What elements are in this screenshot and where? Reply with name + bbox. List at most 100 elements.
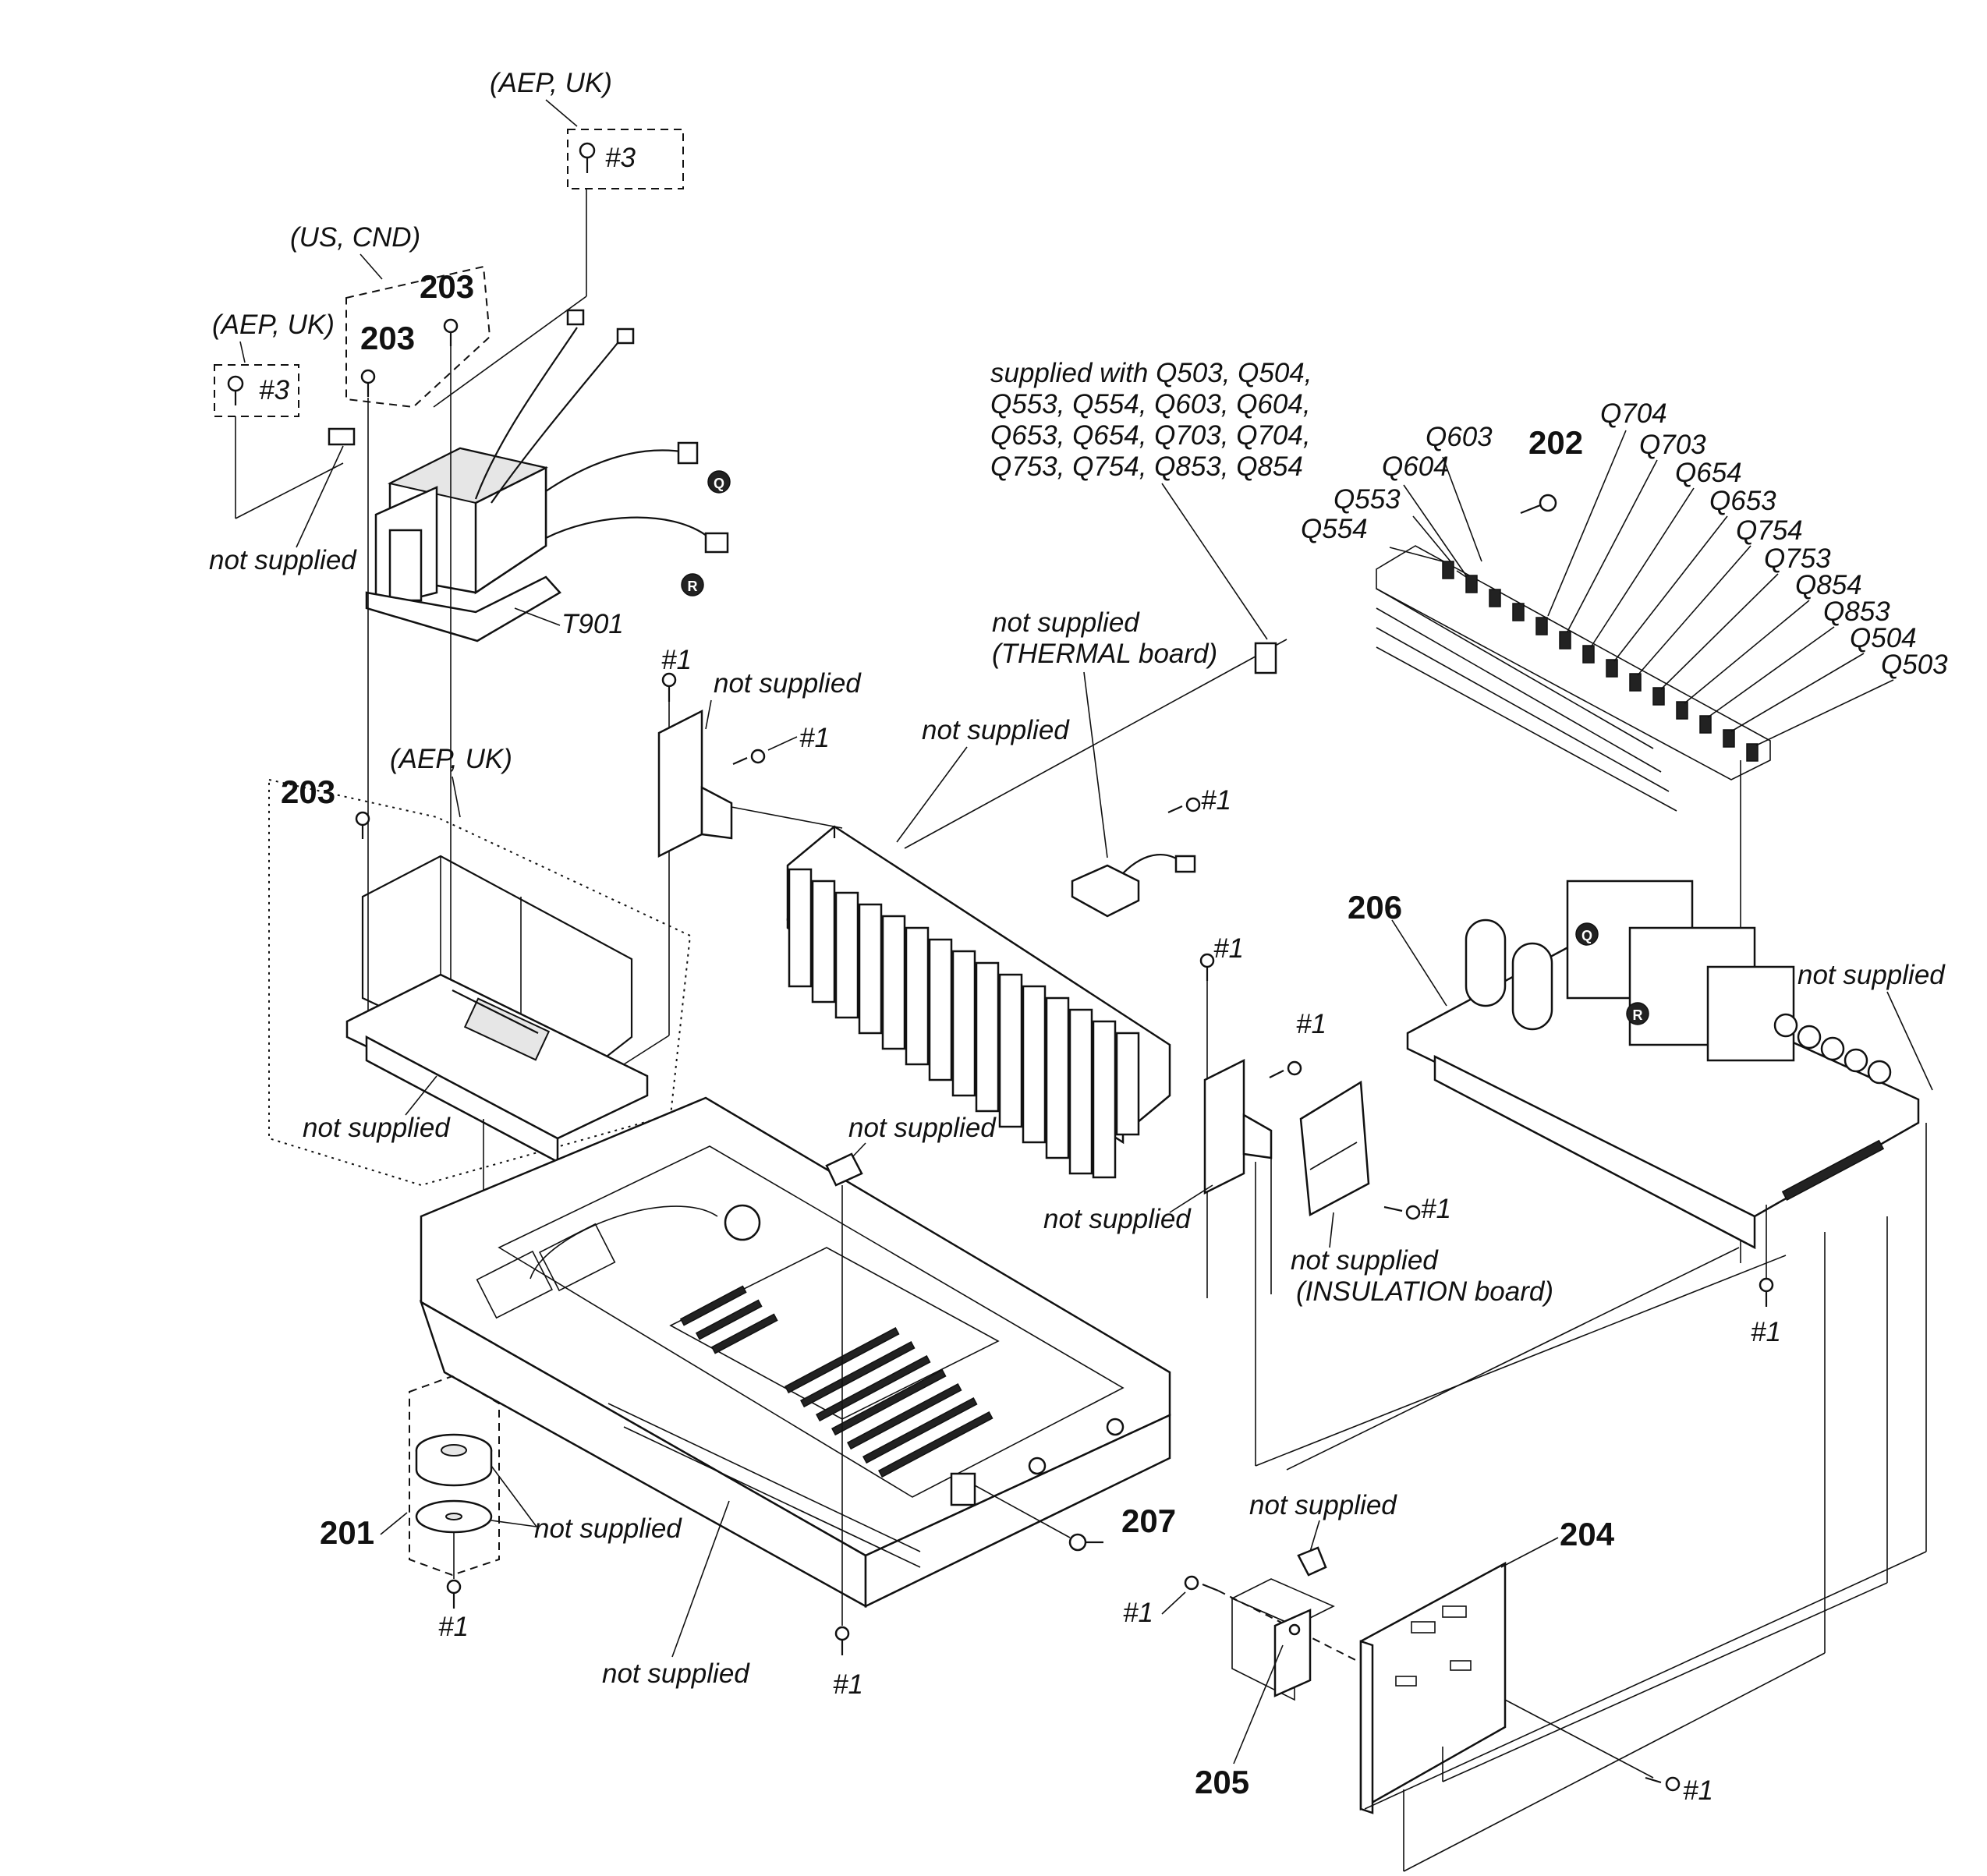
connector-r-label: R bbox=[688, 579, 698, 594]
heatsink bbox=[786, 825, 1171, 1179]
part-202: 202 bbox=[1528, 424, 1583, 461]
label-not-supplied-bracket-left: not supplied bbox=[714, 668, 862, 699]
connector-q-label: Q bbox=[714, 476, 724, 491]
label-q754: Q754 bbox=[1736, 515, 1803, 546]
label-screw-3-top: #3 bbox=[605, 143, 636, 173]
label-aep-uk-left: (AEP, UK) bbox=[212, 310, 335, 340]
screw-icon bbox=[661, 672, 677, 702]
transistor-row bbox=[1376, 545, 1771, 812]
label-screw-1-j: #1 bbox=[1683, 1775, 1713, 1806]
foot-201 bbox=[415, 1433, 493, 1534]
heatsink-bracket-left bbox=[657, 709, 733, 858]
screw-icon bbox=[732, 749, 766, 766]
insulation-board bbox=[1299, 1080, 1370, 1216]
screw-icon bbox=[1645, 1776, 1681, 1792]
screw-icon bbox=[1068, 1533, 1103, 1552]
part-203-c: 203 bbox=[281, 773, 335, 810]
board-204 bbox=[1359, 1561, 1507, 1814]
label-not-supplied-heatsink: not supplied bbox=[922, 715, 1070, 745]
label-not-supplied-spacer: not supplied bbox=[209, 545, 357, 575]
label-q604: Q604 bbox=[1382, 451, 1449, 482]
label-insulation-board: (INSULATION board) bbox=[1296, 1276, 1553, 1307]
label-not-supplied-bracket-right: not supplied bbox=[1043, 1204, 1192, 1234]
label-screw-1-g: #1 bbox=[833, 1669, 863, 1700]
label-screw-1-f: #1 bbox=[1421, 1194, 1451, 1224]
us-cnd-screw-group bbox=[345, 265, 491, 409]
label-not-supplied-insulation: not supplied bbox=[1291, 1245, 1439, 1276]
screw-icon bbox=[1167, 797, 1201, 814]
part-203-b: 203 bbox=[360, 320, 415, 356]
label-screw-1-c: #1 bbox=[1201, 785, 1231, 816]
heatsink-bracket-right bbox=[1203, 1058, 1273, 1195]
connector-q-marker bbox=[707, 470, 731, 494]
label-not-supplied-chassis: not supplied bbox=[602, 1658, 750, 1689]
connector-r-board-marker bbox=[1626, 1002, 1649, 1025]
label-q553: Q553 bbox=[1334, 484, 1401, 515]
chassis bbox=[419, 1096, 1171, 1609]
screw-icon bbox=[579, 142, 596, 173]
label-us-cnd: (US, CND) bbox=[290, 222, 420, 253]
label-not-supplied-foot: not supplied bbox=[534, 1513, 682, 1544]
label-q503: Q503 bbox=[1881, 650, 1948, 680]
bracket-205 bbox=[1231, 1578, 1335, 1701]
label-q603: Q603 bbox=[1426, 422, 1493, 452]
label-not-supplied-bracket: not supplied bbox=[303, 1113, 451, 1143]
label-q554: Q554 bbox=[1301, 514, 1368, 544]
clip-204 bbox=[1297, 1546, 1327, 1577]
screw-icon bbox=[446, 1579, 462, 1609]
label-q703: Q703 bbox=[1639, 430, 1706, 460]
label-not-supplied-clip: not supplied bbox=[848, 1113, 997, 1143]
part-204: 204 bbox=[1560, 1516, 1615, 1552]
main-board-206 bbox=[1406, 880, 1920, 1250]
transformer-t901 bbox=[365, 309, 729, 642]
screw-icon bbox=[1383, 1205, 1421, 1220]
thermal-board bbox=[1071, 853, 1196, 918]
label-not-supplied-204: not supplied bbox=[1249, 1490, 1397, 1520]
label-q653: Q653 bbox=[1709, 486, 1776, 516]
label-q854: Q854 bbox=[1795, 570, 1862, 600]
part-203-a: 203 bbox=[420, 268, 474, 305]
part-201: 201 bbox=[320, 1514, 374, 1551]
part-205: 205 bbox=[1195, 1764, 1249, 1800]
part-207: 207 bbox=[1121, 1503, 1176, 1539]
thermal-pad bbox=[1254, 642, 1277, 674]
screw-icon bbox=[360, 369, 376, 397]
label-supplied-with-2: Q553, Q554, Q603, Q604, bbox=[990, 389, 1311, 419]
label-screw-1-i: #1 bbox=[1123, 1598, 1153, 1628]
label-t901: T901 bbox=[561, 609, 624, 639]
aep-uk-screw-box-top bbox=[567, 129, 684, 189]
foot-group bbox=[409, 1375, 500, 1577]
label-screw-1-a: #1 bbox=[661, 645, 692, 675]
screw-icon bbox=[834, 1626, 850, 1655]
label-q704: Q704 bbox=[1600, 398, 1667, 429]
label-screw-1-h: #1 bbox=[438, 1612, 469, 1642]
label-screw-1-e: #1 bbox=[1296, 1009, 1326, 1039]
label-q654: Q654 bbox=[1675, 458, 1742, 488]
screw-icon bbox=[443, 318, 459, 346]
label-supplied-with-1: supplied with Q503, Q504, bbox=[990, 358, 1312, 388]
label-screw-1-board: #1 bbox=[1751, 1317, 1781, 1347]
aep-uk-bracket bbox=[345, 973, 649, 1164]
label-aep-uk-bracket: (AEP, UK) bbox=[390, 744, 512, 774]
label-aep-uk-top: (AEP, UK) bbox=[490, 68, 612, 98]
label-screw-3-left: #3 bbox=[259, 375, 289, 405]
screw-icon bbox=[1759, 1277, 1774, 1307]
screw-icon bbox=[1199, 953, 1215, 981]
screw-icon bbox=[227, 375, 244, 405]
screw-icon bbox=[1520, 494, 1557, 515]
label-screw-1-d: #1 bbox=[1213, 933, 1244, 964]
label-q753: Q753 bbox=[1764, 543, 1831, 574]
connector-r-board-label: R bbox=[1633, 1007, 1643, 1023]
label-q504: Q504 bbox=[1850, 623, 1917, 653]
connector-r-marker bbox=[681, 573, 704, 596]
label-thermal-board: (THERMAL board) bbox=[992, 639, 1217, 669]
screw-icon bbox=[1184, 1575, 1219, 1592]
connector-q-board-marker bbox=[1575, 922, 1599, 946]
aep-uk-screw-box-left bbox=[214, 364, 299, 417]
connector-q-board-label: Q bbox=[1581, 928, 1592, 943]
label-supplied-with-3: Q653, Q654, Q703, Q704, bbox=[990, 420, 1311, 451]
spacer-part bbox=[328, 427, 356, 446]
label-supplied-with-4: Q753, Q754, Q853, Q854 bbox=[990, 451, 1303, 482]
clip-part bbox=[825, 1152, 863, 1187]
